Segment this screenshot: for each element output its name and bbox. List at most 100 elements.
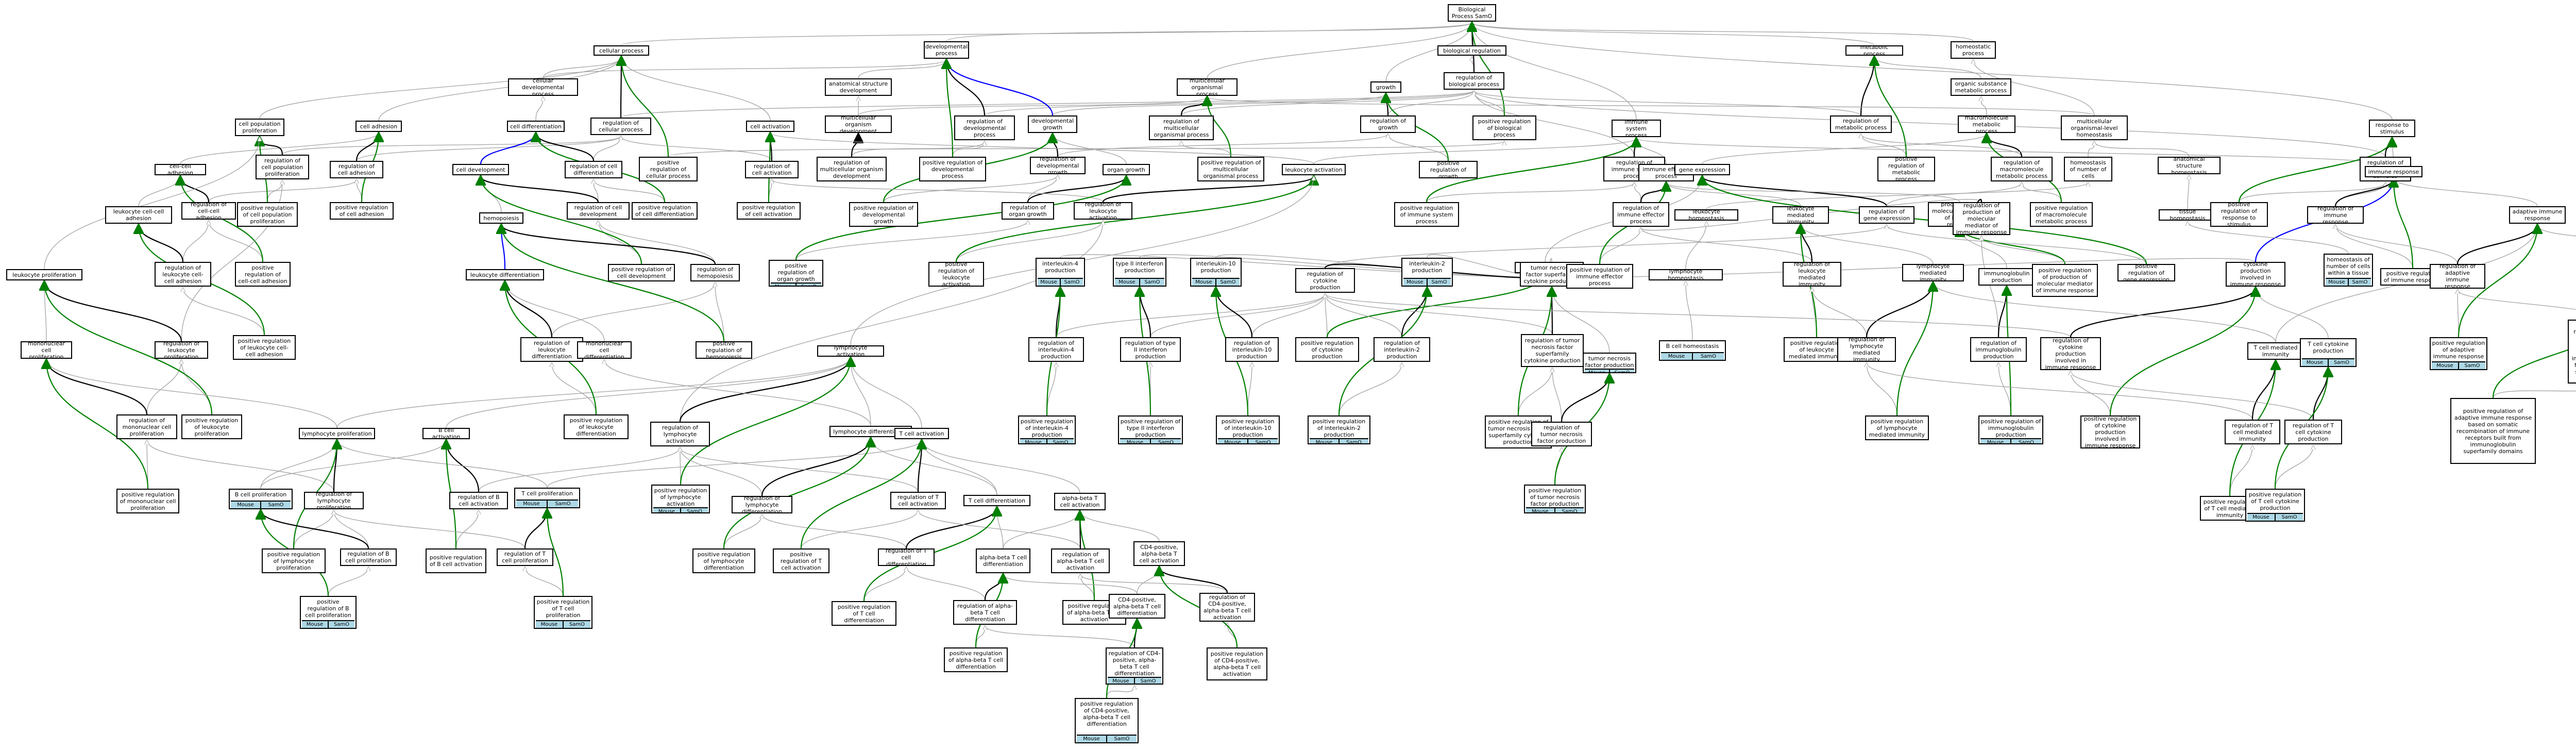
go-term-node[interactable]: regulation of interleukin-2 production [1374, 337, 1430, 362]
go-term-node[interactable]: mononuclear cell proliferation [21, 341, 72, 359]
go-term-node[interactable]: positive regulation of adaptive immune r… [2450, 398, 2536, 464]
go-term-node[interactable]: positive regulation of cell-cell adhesio… [235, 262, 291, 287]
go-term-node[interactable]: positive regulation of leukocyte prolife… [181, 414, 242, 439]
go-term-node[interactable]: regulation of gene expression [1859, 206, 1914, 224]
go-term-node[interactable]: positive regulation of cell population p… [237, 202, 298, 227]
go-term-node[interactable]: positive regulation of developmental gro… [849, 202, 918, 227]
go-term-node[interactable]: positive regulation of interleukin-10 pr… [1216, 415, 1280, 444]
go-term-node[interactable]: positive regulation of type II interfero… [1118, 415, 1183, 444]
go-term-node[interactable]: regulation of B cell activation [449, 492, 508, 509]
go-term-node[interactable]: regulation of type II interferon product… [1120, 337, 1181, 362]
go-term-node[interactable]: leukocyte proliferation [6, 269, 82, 280]
go-term-node[interactable]: lymphocyte homeostasis [1649, 269, 1723, 280]
go-term-node[interactable]: regulation of T cell cytokine production [2284, 420, 2342, 444]
go-term-node[interactable]: lymphocyte proliferation [299, 428, 375, 439]
go-term-node[interactable]: leukocyte activation [1282, 164, 1346, 175]
go-term-node[interactable]: positive regulation of production of mol… [2032, 264, 2098, 297]
go-term-node[interactable]: positive regulation of cell adhesion [330, 202, 394, 220]
go-term-node[interactable]: regulation of alpha-beta T cell differen… [953, 600, 1017, 625]
go-term-node[interactable]: cell differentiation [507, 121, 565, 132]
go-term-node[interactable]: positive regulation of lymphocyte activa… [651, 485, 710, 513]
go-term-node[interactable]: positive regulation of leukocyte differe… [564, 414, 629, 439]
go-term-node[interactable]: positive regulation of lymphocyte mediat… [1865, 415, 1929, 440]
go-term-node[interactable]: regulation of B cell proliferation [340, 548, 397, 566]
go-term-node[interactable]: regulation of leukocyte proliferation [155, 341, 208, 359]
go-term-node[interactable]: positive regulation of organ growthMouse… [769, 260, 823, 287]
go-term-node[interactable]: positive regulation of cytokine producti… [2080, 415, 2140, 448]
go-term-node[interactable]: regulation of hemopoiesis [690, 264, 740, 281]
go-term-node[interactable]: B cell activation [422, 428, 470, 439]
go-term-node[interactable]: organic substance metabolic process [1951, 78, 2011, 96]
go-term-node[interactable]: regulation of lymphocyte differentiation [732, 496, 792, 513]
go-term-node[interactable]: regulation of CD4-positive, alpha-beta T… [1199, 593, 1255, 622]
go-term-node[interactable]: anatomical structure homeostasis [2158, 157, 2221, 174]
go-term-node[interactable]: CD4-positive, alpha-beta T cell differen… [1109, 594, 1165, 619]
go-term-node[interactable]: regulation of cell activation [745, 161, 799, 178]
go-term-node[interactable]: regulation of leukocyte activation [1074, 202, 1132, 220]
go-term-node[interactable]: immune system process [1612, 120, 1661, 137]
go-term-node[interactable]: positive regulation of response to stimu… [2210, 202, 2268, 227]
go-term-node[interactable]: homeostasis of number of cells within a … [2324, 254, 2373, 287]
go-term-node[interactable]: positive regulation of multicellular org… [1197, 157, 1264, 181]
go-term-node[interactable]: cell activation [746, 121, 794, 132]
go-term-node[interactable]: positive regulation of interleukin-2 pro… [1308, 415, 1370, 444]
go-term-node[interactable]: regulation of cell differentiation [565, 161, 622, 178]
go-term-node[interactable]: lymphocyte activation [817, 345, 884, 357]
go-term-node[interactable]: regulation of immune response [2307, 206, 2364, 224]
go-term-node[interactable]: positive regulation of lymphocyte prolif… [262, 548, 326, 573]
go-term-node[interactable]: lymphocyte mediated immunity [1902, 264, 1964, 281]
go-term-node[interactable]: regulation of T cell activation [890, 492, 946, 509]
go-term-node[interactable]: positive regulation of hemopoiesis [696, 341, 752, 359]
go-term-node[interactable]: cellular process [594, 45, 649, 56]
go-term-node[interactable]: regulation of interleukin-4 production [1028, 337, 1084, 362]
go-term-node[interactable]: regulation of developmental process [954, 115, 1015, 140]
go-term-node[interactable]: regulation of CD4-positive, alpha-beta T… [1106, 647, 1163, 685]
go-term-node[interactable]: regulation of interleukin-10 production [1225, 337, 1279, 362]
go-term-node[interactable]: regulation of cell-cell adhesion [181, 202, 236, 220]
go-term-node[interactable]: positive regulation of B cell proliferat… [300, 596, 357, 629]
go-term-node[interactable]: regulation of cytokine production [1295, 268, 1355, 293]
go-term-node[interactable]: positive regulation of developmental pro… [919, 157, 986, 181]
go-term-node[interactable]: anatomical structure development [825, 78, 892, 96]
go-term-node[interactable]: positive regulation of mononuclear cell … [116, 489, 179, 513]
go-term-node[interactable]: cell adhesion [355, 121, 402, 132]
go-term-node[interactable]: Biological Process SamO [1448, 4, 1496, 22]
go-term-node[interactable]: developmental growth [1028, 115, 1077, 133]
go-term-node[interactable]: immune response [2365, 166, 2422, 177]
go-term-node[interactable]: positive regulation of immunoglobulin pr… [1978, 415, 2043, 444]
go-term-node[interactable]: multicellular organismal-level homeostas… [2061, 115, 2128, 140]
go-term-node[interactable]: regulation of mononuclear cell prolifera… [116, 414, 177, 439]
go-term-node[interactable]: positive regulation of gene expression [2117, 264, 2175, 281]
go-term-node[interactable]: positive regulation of T cell activation [773, 548, 829, 573]
go-term-node[interactable]: cytokine production involved in immune r… [2226, 262, 2285, 287]
go-term-node[interactable]: regulation of production of molecular me… [1953, 202, 2010, 235]
go-term-node[interactable]: regulation of T cell proliferation [497, 548, 553, 566]
go-term-node[interactable]: positive regulation of immune effector p… [1566, 264, 1633, 289]
go-term-node[interactable]: positive regulation of B cell activation [426, 548, 486, 573]
go-term-node[interactable]: cell-cell adhesion [155, 164, 206, 175]
go-term-node[interactable]: metabolic process [1845, 45, 1903, 56]
go-term-node[interactable]: CD4-positive, alpha-beta T cell activati… [1133, 541, 1185, 566]
go-term-node[interactable]: regulation of cellular process [590, 118, 651, 135]
go-term-node[interactable]: positive regulation of cell differentiat… [632, 202, 698, 220]
go-term-node[interactable]: positive regulation of biological proces… [1472, 115, 1536, 140]
go-term-node[interactable]: regulation of biological process [1444, 72, 1504, 90]
go-term-node[interactable]: multicellular organismal process [1177, 78, 1238, 96]
go-term-node[interactable]: positive regulation of CD4-positive, alp… [1075, 698, 1139, 743]
go-term-node[interactable]: regulation of adaptive immune response [2430, 264, 2485, 289]
go-term-node[interactable]: biological regulation [1437, 45, 1506, 56]
go-term-node[interactable]: regulation of adaptive immune response b… [2568, 320, 2576, 384]
go-term-node[interactable]: regulation of macromolecule metabolic pr… [1991, 157, 2053, 181]
go-term-node[interactable]: regulation of T cell mediated immunity [2225, 420, 2280, 444]
go-term-node[interactable]: regulation of cell adhesion [330, 161, 383, 178]
go-term-node[interactable]: regulation of leukocyte cell-cell adhesi… [155, 262, 211, 287]
go-term-node[interactable]: T cell mediated immunity [2247, 342, 2304, 360]
go-term-node[interactable]: alpha-beta T cell differentiation [976, 548, 1030, 573]
go-term-node[interactable]: mononuclear cell differentiation [577, 341, 632, 359]
go-term-node[interactable]: lymphocyte differentiation [829, 426, 912, 437]
